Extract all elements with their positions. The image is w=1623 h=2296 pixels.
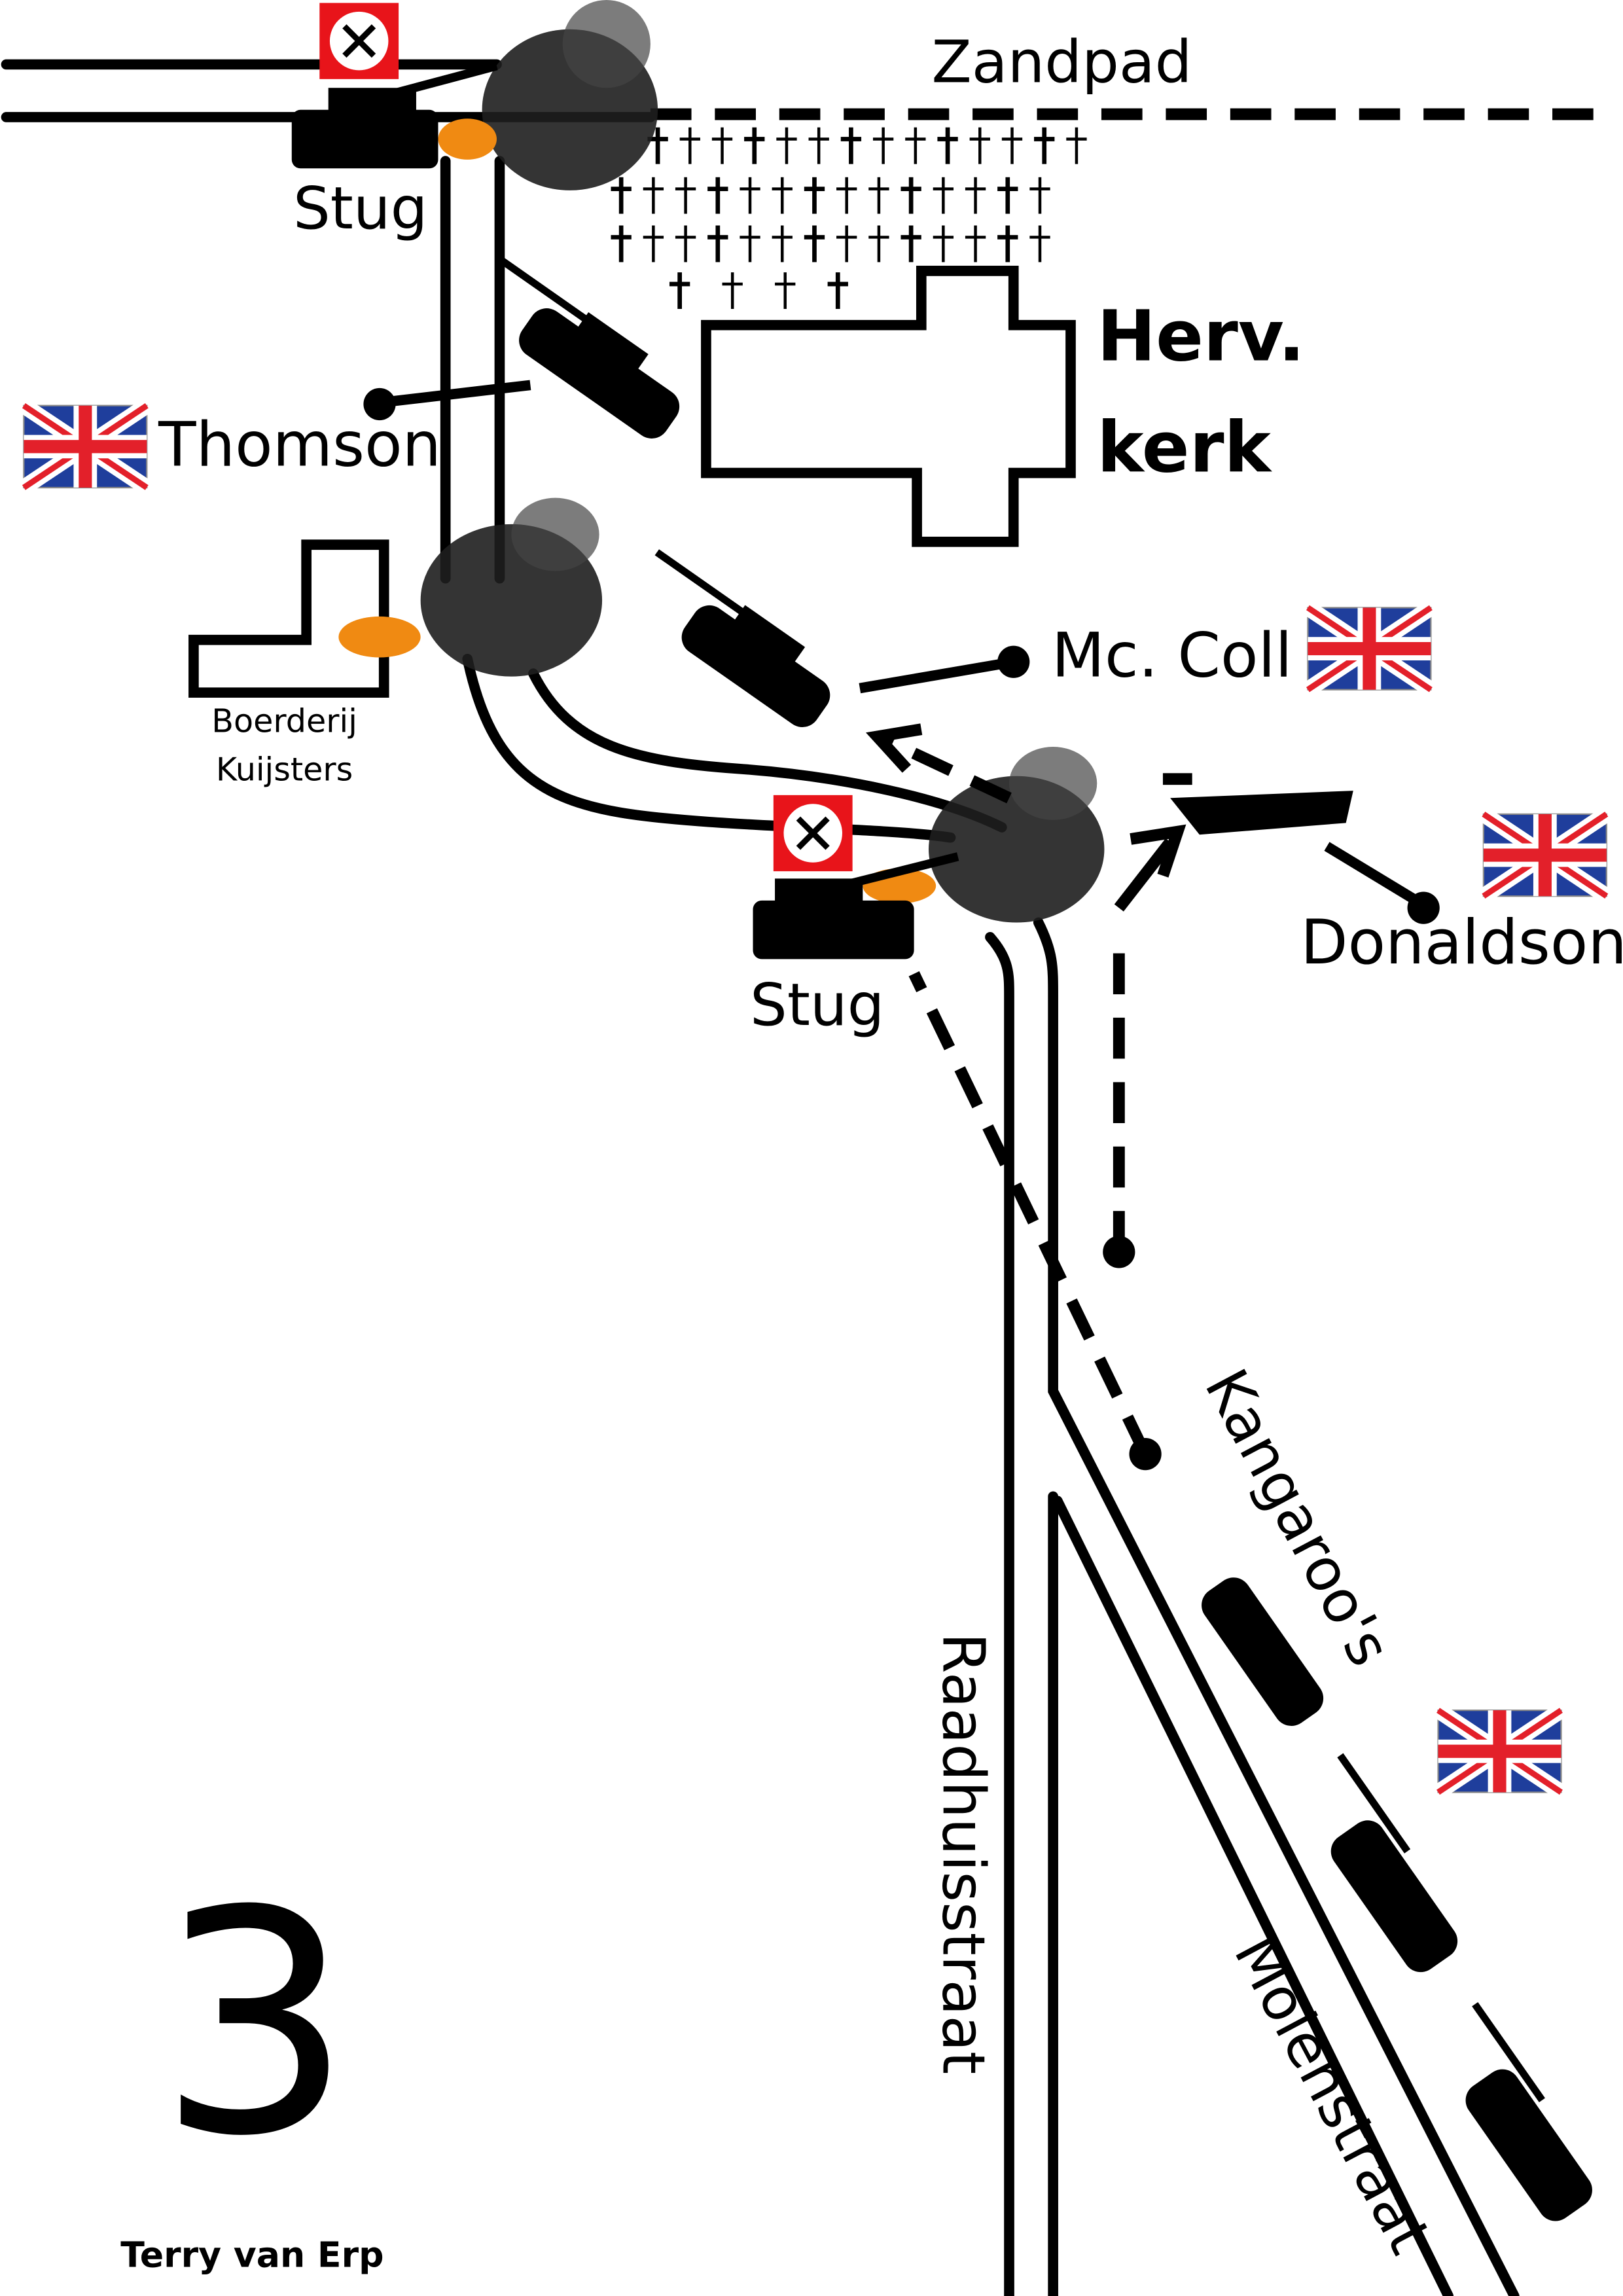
grave-cross-icon <box>675 177 696 214</box>
german-flag-icon <box>319 3 399 79</box>
movement-arrows <box>866 723 1186 1471</box>
grave-cross-icon <box>722 272 743 310</box>
raadhuisstraat-road <box>985 917 1520 2296</box>
grave-cross-icon <box>868 177 889 214</box>
tank-icon <box>654 549 830 727</box>
side-road <box>440 156 1007 843</box>
german-flag-icon <box>773 795 853 872</box>
grave-cross-icon <box>776 127 797 164</box>
grave-cross-icon <box>772 225 793 262</box>
author-credit: Terry van Erp <box>120 2234 383 2275</box>
grave-cross-icon <box>740 177 760 214</box>
church-label-1: Herv. <box>1097 295 1305 377</box>
grave-cross-icon <box>1029 177 1050 214</box>
mccoll-label: Mc. Coll <box>1052 620 1293 692</box>
grave-cross-icon <box>740 225 760 262</box>
donaldson-pointer <box>1324 842 1427 910</box>
grave-cross-icon <box>933 177 954 214</box>
union-jack-icon <box>1479 807 1611 903</box>
thomson-pointer-dot <box>363 387 396 421</box>
grave-cross-icon <box>937 127 958 164</box>
tank-icon <box>498 256 680 439</box>
grave-cross-icon <box>804 177 825 214</box>
zandpad-label: Zandpad <box>931 28 1192 96</box>
farm-label-2: Kuijsters <box>216 750 353 788</box>
grave-cross-icon <box>933 225 954 262</box>
burning-tank-icon <box>338 497 603 677</box>
thomson-pointer <box>379 380 531 408</box>
donaldson-label: Donaldson <box>1300 907 1623 978</box>
grave-cross-icon <box>1001 127 1023 164</box>
grave-cross-icon <box>643 177 664 214</box>
farm-label-1: Boerderij <box>211 702 357 740</box>
thomson-label: Thomson <box>158 409 441 480</box>
grave-cross-icon <box>675 225 696 262</box>
grave-cross-icon <box>1029 225 1050 262</box>
grave-cross-icon <box>679 127 700 164</box>
grave-cross-icon <box>997 225 1018 262</box>
grave-cross-icon <box>836 177 857 214</box>
church-label-2: kerk <box>1097 406 1272 488</box>
union-jack-icon <box>19 399 152 495</box>
grave-cross-icon <box>997 177 1018 214</box>
grave-cross-icon <box>872 127 894 164</box>
grave-cross-icon <box>643 225 664 262</box>
church-outline <box>701 266 1076 547</box>
tank-icon <box>1330 1753 1458 1973</box>
grave-cross-icon <box>1066 127 1087 164</box>
grave-cross-icon <box>711 127 733 164</box>
grave-cross-icon <box>611 225 632 262</box>
grave-cross-icon <box>744 127 765 164</box>
mccoll-pointer-dot <box>997 645 1030 678</box>
burning-tank-icon <box>291 0 658 190</box>
map-number: 3 <box>157 1845 353 2203</box>
burning-tank-icon <box>753 746 1105 960</box>
grave-cross-icon <box>804 225 825 262</box>
tank-icon <box>1465 2002 1592 2221</box>
grave-cross-icon <box>868 225 889 262</box>
grave-cross-icon <box>901 177 921 214</box>
grave-cross-icon <box>669 272 690 310</box>
grave-cross-icon <box>1034 127 1055 164</box>
grave-cross-icon <box>827 272 848 310</box>
grave-cross-icon <box>707 225 728 262</box>
stug-top-label: Stug <box>293 175 427 243</box>
grave-cross-icon <box>611 177 632 214</box>
grave-cross-icon <box>836 225 857 262</box>
grave-cross-icon <box>969 127 990 164</box>
grave-cross-icon <box>965 225 986 262</box>
stug-middle-label: Stug <box>750 971 884 1039</box>
donaldson-pointer-dot <box>1407 891 1440 924</box>
tank-icon <box>1162 773 1353 835</box>
grave-cross-icon <box>707 177 728 214</box>
grave-cross-icon <box>840 127 862 164</box>
farm-outline <box>188 539 389 698</box>
graveyard <box>611 127 1087 310</box>
grave-cross-icon <box>808 127 829 164</box>
grave-cross-icon <box>905 127 926 164</box>
raadhuisstraat-label: Raadhuisstraat <box>929 1633 997 2075</box>
tank-icon <box>1202 1577 1324 1726</box>
grave-cross-icon <box>901 225 921 262</box>
grave-cross-icon <box>965 177 986 214</box>
zandpad-road <box>1 59 1595 122</box>
mccoll-pointer <box>859 656 1015 694</box>
grave-cross-icon <box>775 272 796 310</box>
union-jack-icon <box>1303 601 1436 696</box>
union-jack-icon <box>1433 1703 1566 1799</box>
grave-cross-icon <box>772 177 793 214</box>
